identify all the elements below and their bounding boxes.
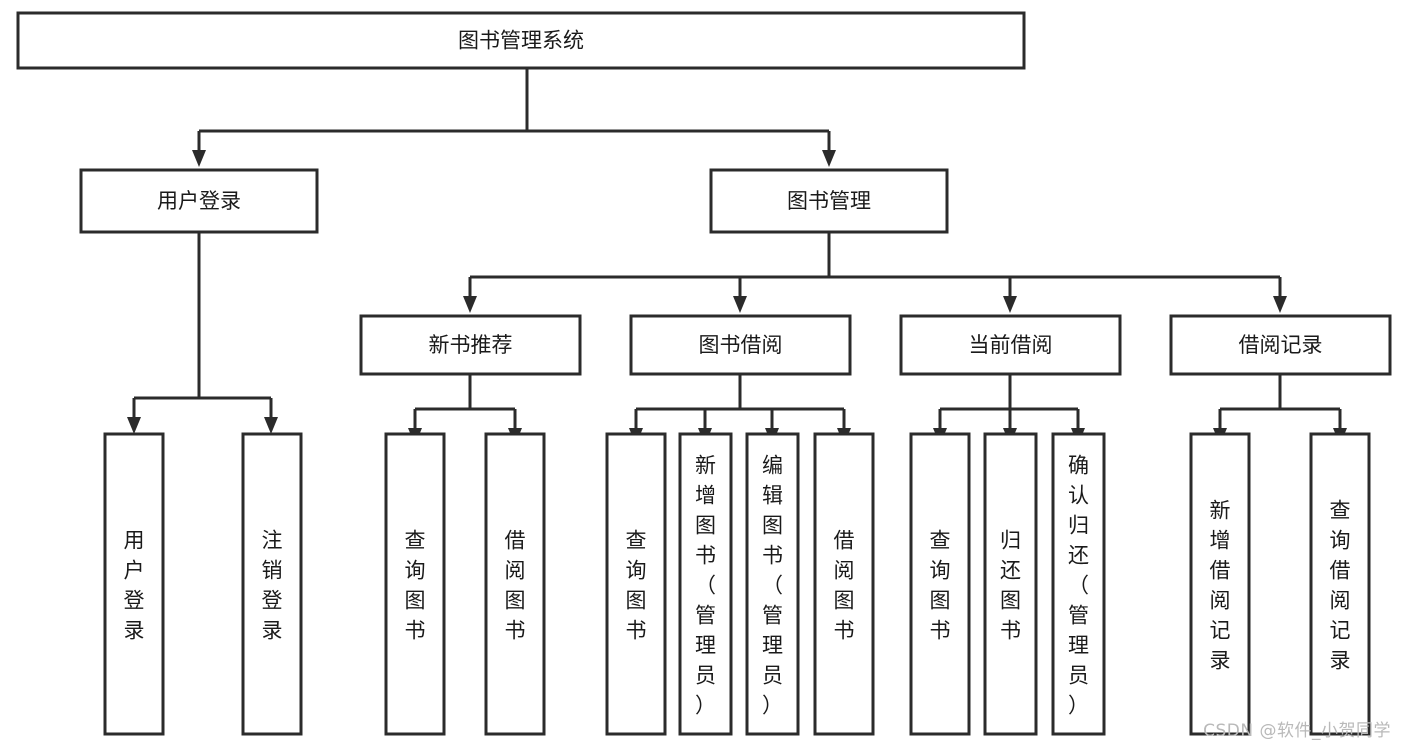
root-node-box[interactable] <box>16 11 1026 70</box>
level3-node-label: 借阅记录 <box>1239 333 1323 357</box>
leaf-node-label: 确认归还（管理员） <box>1068 453 1089 717</box>
leaf-node-label: 查询图书 <box>405 528 426 642</box>
arrow-head-icon <box>127 417 141 434</box>
node-leaf-add-record[interactable]: 新增借阅记录 <box>1189 432 1251 736</box>
level3-node-box[interactable] <box>1169 314 1392 376</box>
node-leaf-logout[interactable]: 注销登录 <box>241 432 303 736</box>
leaf-node-box[interactable] <box>241 432 303 736</box>
leaf-node-box[interactable] <box>909 432 971 736</box>
leaf-node-box[interactable] <box>745 432 800 736</box>
arrow-head-icon <box>264 417 278 434</box>
leaf-node-box[interactable] <box>1051 432 1106 736</box>
level2-node-box[interactable] <box>709 168 949 234</box>
node-leaf-add-book[interactable]: 新增图书（管理员） <box>678 432 733 736</box>
arrow-head-icon <box>1003 296 1017 313</box>
leaf-node-label: 新增图书（管理员） <box>695 453 716 717</box>
node-leaf-confirm-return[interactable]: 确认归还（管理员） <box>1051 432 1106 736</box>
leaf-node-box[interactable] <box>1309 432 1371 736</box>
leaf-node-label: 新增借阅记录 <box>1210 498 1231 672</box>
connector-user-login-to-leaves <box>127 232 278 434</box>
csdn-watermark: CSDN @软件_小贺同学 <box>1203 721 1391 741</box>
leaf-node-box[interactable] <box>983 432 1038 736</box>
leaf-node-label: 归还图书 <box>1000 528 1021 642</box>
node-book-borrow[interactable]: 图书借阅 <box>629 314 852 376</box>
level2-node-box[interactable] <box>79 168 319 234</box>
node-leaf-borrow-book-1[interactable]: 借阅图书 <box>484 432 546 736</box>
node-book-manage[interactable]: 图书管理 <box>709 168 949 234</box>
leaf-node-label: 查询借阅记录 <box>1330 498 1351 672</box>
arrow-head-icon <box>822 150 836 167</box>
level2-node-label: 图书管理 <box>787 189 871 213</box>
node-leaf-query-record[interactable]: 查询借阅记录 <box>1309 432 1371 736</box>
level3-node-box[interactable] <box>629 314 852 376</box>
leaf-node-label: 编辑图书（管理员） <box>762 453 783 717</box>
arrow-head-icon <box>192 150 206 167</box>
leaf-node-box[interactable] <box>813 432 875 736</box>
node-leaf-query-book-1[interactable]: 查询图书 <box>384 432 446 736</box>
leaf-node-box[interactable] <box>384 432 446 736</box>
node-leaf-query-book-3[interactable]: 查询图书 <box>909 432 971 736</box>
level3-node-label: 新书推荐 <box>429 333 513 357</box>
leaf-node-box[interactable] <box>1189 432 1251 736</box>
connector-root-to-level2 <box>192 68 836 167</box>
node-user-login[interactable]: 用户登录 <box>79 168 319 234</box>
node-leaf-return-book[interactable]: 归还图书 <box>983 432 1038 736</box>
leaf-node-box[interactable] <box>678 432 733 736</box>
leaf-node-box[interactable] <box>605 432 667 736</box>
node-undefined[interactable]: 图书管理系统 <box>16 11 1026 70</box>
node-borrow-record[interactable]: 借阅记录 <box>1169 314 1392 376</box>
node-current-borrow[interactable]: 当前借阅 <box>899 314 1122 376</box>
leaf-node-label: 查询图书 <box>626 528 647 642</box>
level3-node-label: 图书借阅 <box>699 333 783 357</box>
connector-book-manage-to-level3 <box>463 232 1287 313</box>
node-leaf-query-book-2[interactable]: 查询图书 <box>605 432 667 736</box>
node-leaf-borrow-book-2[interactable]: 借阅图书 <box>813 432 875 736</box>
level3-node-label: 当前借阅 <box>969 333 1053 357</box>
connector-recommend-to-leaves <box>408 374 522 445</box>
arrow-head-icon <box>463 296 477 313</box>
node-leaf-edit-book[interactable]: 编辑图书（管理员） <box>745 432 800 736</box>
level3-node-box[interactable] <box>359 314 582 376</box>
node-leaf-user-login[interactable]: 用户登录 <box>103 432 165 736</box>
leaf-node-label: 借阅图书 <box>834 528 855 642</box>
connectors-layer <box>127 68 1347 445</box>
leaf-node-label: 用户登录 <box>124 528 145 642</box>
level2-node-label: 用户登录 <box>157 189 241 213</box>
leaf-node-box[interactable] <box>103 432 165 736</box>
nodes-layer: 图书管理系统用户登录图书管理新书推荐图书借阅当前借阅借阅记录用户登录注销登录查询… <box>16 11 1392 736</box>
root-node-label: 图书管理系统 <box>458 29 584 53</box>
leaf-node-label: 注销登录 <box>262 528 283 642</box>
arrow-head-icon <box>1273 296 1287 313</box>
arrow-head-icon <box>733 296 747 313</box>
leaf-node-label: 借阅图书 <box>505 528 526 642</box>
leaf-node-box[interactable] <box>484 432 546 736</box>
node-new-book-recommend[interactable]: 新书推荐 <box>359 314 582 376</box>
leaf-node-label: 查询图书 <box>930 528 951 642</box>
level3-node-box[interactable] <box>899 314 1122 376</box>
